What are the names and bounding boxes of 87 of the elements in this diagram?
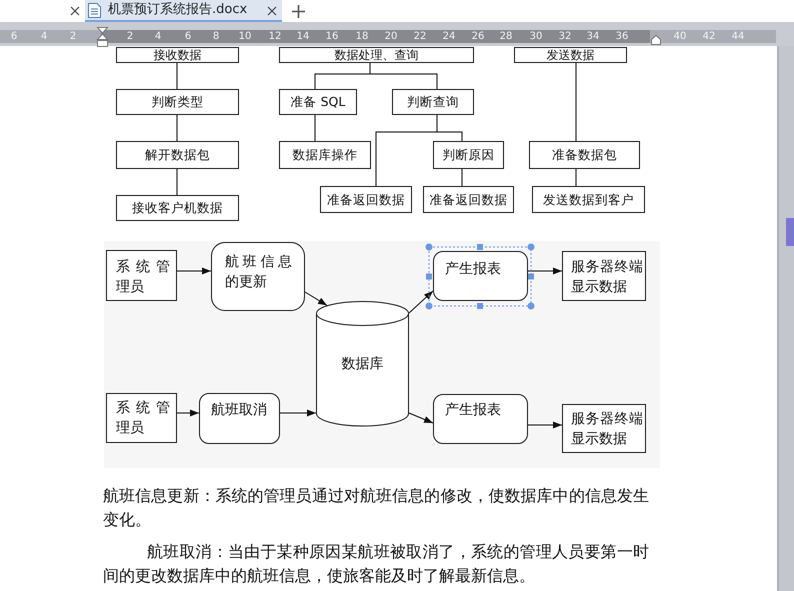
node-label: 接收客户机数据 bbox=[132, 200, 223, 216]
process-box bbox=[279, 47, 474, 63]
process-box bbox=[106, 250, 177, 301]
process-box bbox=[532, 186, 645, 213]
process-box bbox=[529, 141, 640, 169]
process-box bbox=[116, 195, 239, 221]
connector-line bbox=[176, 62, 178, 90]
arrow bbox=[280, 410, 316, 416]
ruler-number: 4 bbox=[154, 30, 162, 43]
process-box bbox=[116, 89, 239, 115]
node-label: 发送数据 bbox=[546, 48, 594, 62]
connector-line bbox=[176, 114, 178, 142]
ruler-number: 12 bbox=[268, 30, 282, 43]
process-box bbox=[562, 404, 646, 453]
body-paragraph: 航班取消：当由于某种原因某航班被取消了，系统的管理人员要第一时间的更改数据库中的航班信息，使旅客能及时了解最新信息。 bbox=[103, 541, 649, 587]
ruler-number: 34 bbox=[586, 30, 600, 43]
arrow bbox=[408, 290, 434, 314]
process-box bbox=[392, 89, 474, 115]
ruler-number: 24 bbox=[442, 30, 456, 43]
node-label: 解开数据包 bbox=[145, 147, 210, 163]
connector-line bbox=[370, 62, 438, 90]
process-box bbox=[423, 186, 514, 213]
ruler-number: 22 bbox=[414, 30, 426, 43]
connector-line bbox=[436, 114, 462, 142]
connector-line bbox=[176, 168, 178, 196]
ruler-number: 40 bbox=[674, 30, 686, 43]
ruler-number: 36 bbox=[616, 30, 628, 43]
node-label: 服务器终端显示数据 bbox=[571, 258, 643, 297]
node-label: 数据库 bbox=[342, 354, 384, 374]
ruler-number: 4 bbox=[40, 30, 48, 43]
process-box bbox=[514, 47, 627, 63]
ruler-number: 2 bbox=[70, 30, 76, 43]
node-label: 准备 SQL bbox=[290, 94, 346, 110]
rounded-process-box bbox=[199, 393, 280, 444]
ruler-number: 8 bbox=[212, 30, 220, 43]
tab-title: 机票预订系统报告.docx bbox=[108, 1, 248, 19]
ruler-number: 42 bbox=[702, 30, 716, 43]
process-box bbox=[116, 141, 239, 169]
ruler-number: 20 bbox=[384, 30, 398, 43]
database-cylinder bbox=[316, 301, 409, 426]
node-label: 数据库操作 bbox=[292, 147, 358, 163]
node-label: 判断原因 bbox=[442, 147, 494, 163]
ruler-number: 6 bbox=[10, 30, 18, 43]
arrow bbox=[176, 268, 212, 274]
process-box bbox=[562, 251, 646, 301]
node-label: 接收数据 bbox=[154, 48, 202, 62]
arrow bbox=[528, 268, 562, 274]
rounded-process-box bbox=[433, 251, 528, 301]
node-label: 航班取消 bbox=[211, 401, 268, 420]
process-box bbox=[279, 89, 357, 115]
node-label: 数据处理、查询 bbox=[334, 48, 418, 62]
process-box bbox=[433, 141, 504, 169]
ruler-number: 6 bbox=[184, 30, 192, 43]
node-label: 产生报表 bbox=[445, 260, 502, 279]
node-label: 系统管理员 bbox=[116, 399, 170, 438]
ruler-number: 26 bbox=[472, 30, 484, 43]
arrow bbox=[528, 422, 562, 428]
node-label: 系统管理员 bbox=[116, 258, 170, 297]
ruler-number: 44 bbox=[732, 30, 744, 43]
ruler-number: 10 bbox=[238, 30, 252, 43]
node-label: 判断查询 bbox=[407, 94, 459, 110]
process-box bbox=[279, 141, 371, 169]
arrow bbox=[408, 412, 434, 424]
body-paragraph: 航班信息更新：系统的管理员通过对航班信息的修改，使数据库中的信息发生变化。 bbox=[103, 485, 649, 531]
node-label: 判断类型 bbox=[152, 94, 204, 110]
ruler-number: 18 bbox=[356, 30, 368, 43]
node-label: 准备返回数据 bbox=[327, 192, 405, 208]
rounded-process-box bbox=[433, 394, 528, 444]
ruler-number: 28 bbox=[500, 30, 512, 43]
connector-line bbox=[314, 114, 316, 142]
node-label: 发送数据到客户 bbox=[543, 192, 634, 208]
node-label: 准备返回数据 bbox=[430, 192, 508, 208]
process-box bbox=[106, 393, 177, 443]
node-label: 准备数据包 bbox=[552, 147, 617, 163]
ruler-number: 14 bbox=[296, 30, 310, 43]
node-label: 服务器终端显示数据 bbox=[571, 410, 643, 449]
process-box bbox=[320, 186, 412, 213]
rounded-process-box bbox=[211, 242, 305, 311]
arrow bbox=[176, 410, 200, 416]
ruler-number: 16 bbox=[326, 30, 338, 43]
node-label: 产生报表 bbox=[445, 401, 502, 420]
arrow bbox=[304, 292, 328, 306]
node-label: 航班信息的更新 bbox=[225, 253, 292, 292]
ruler-number: 2 bbox=[126, 30, 134, 43]
ruler-number: 30 bbox=[530, 30, 542, 43]
process-box bbox=[116, 47, 239, 63]
ruler-number: 32 bbox=[558, 30, 572, 43]
